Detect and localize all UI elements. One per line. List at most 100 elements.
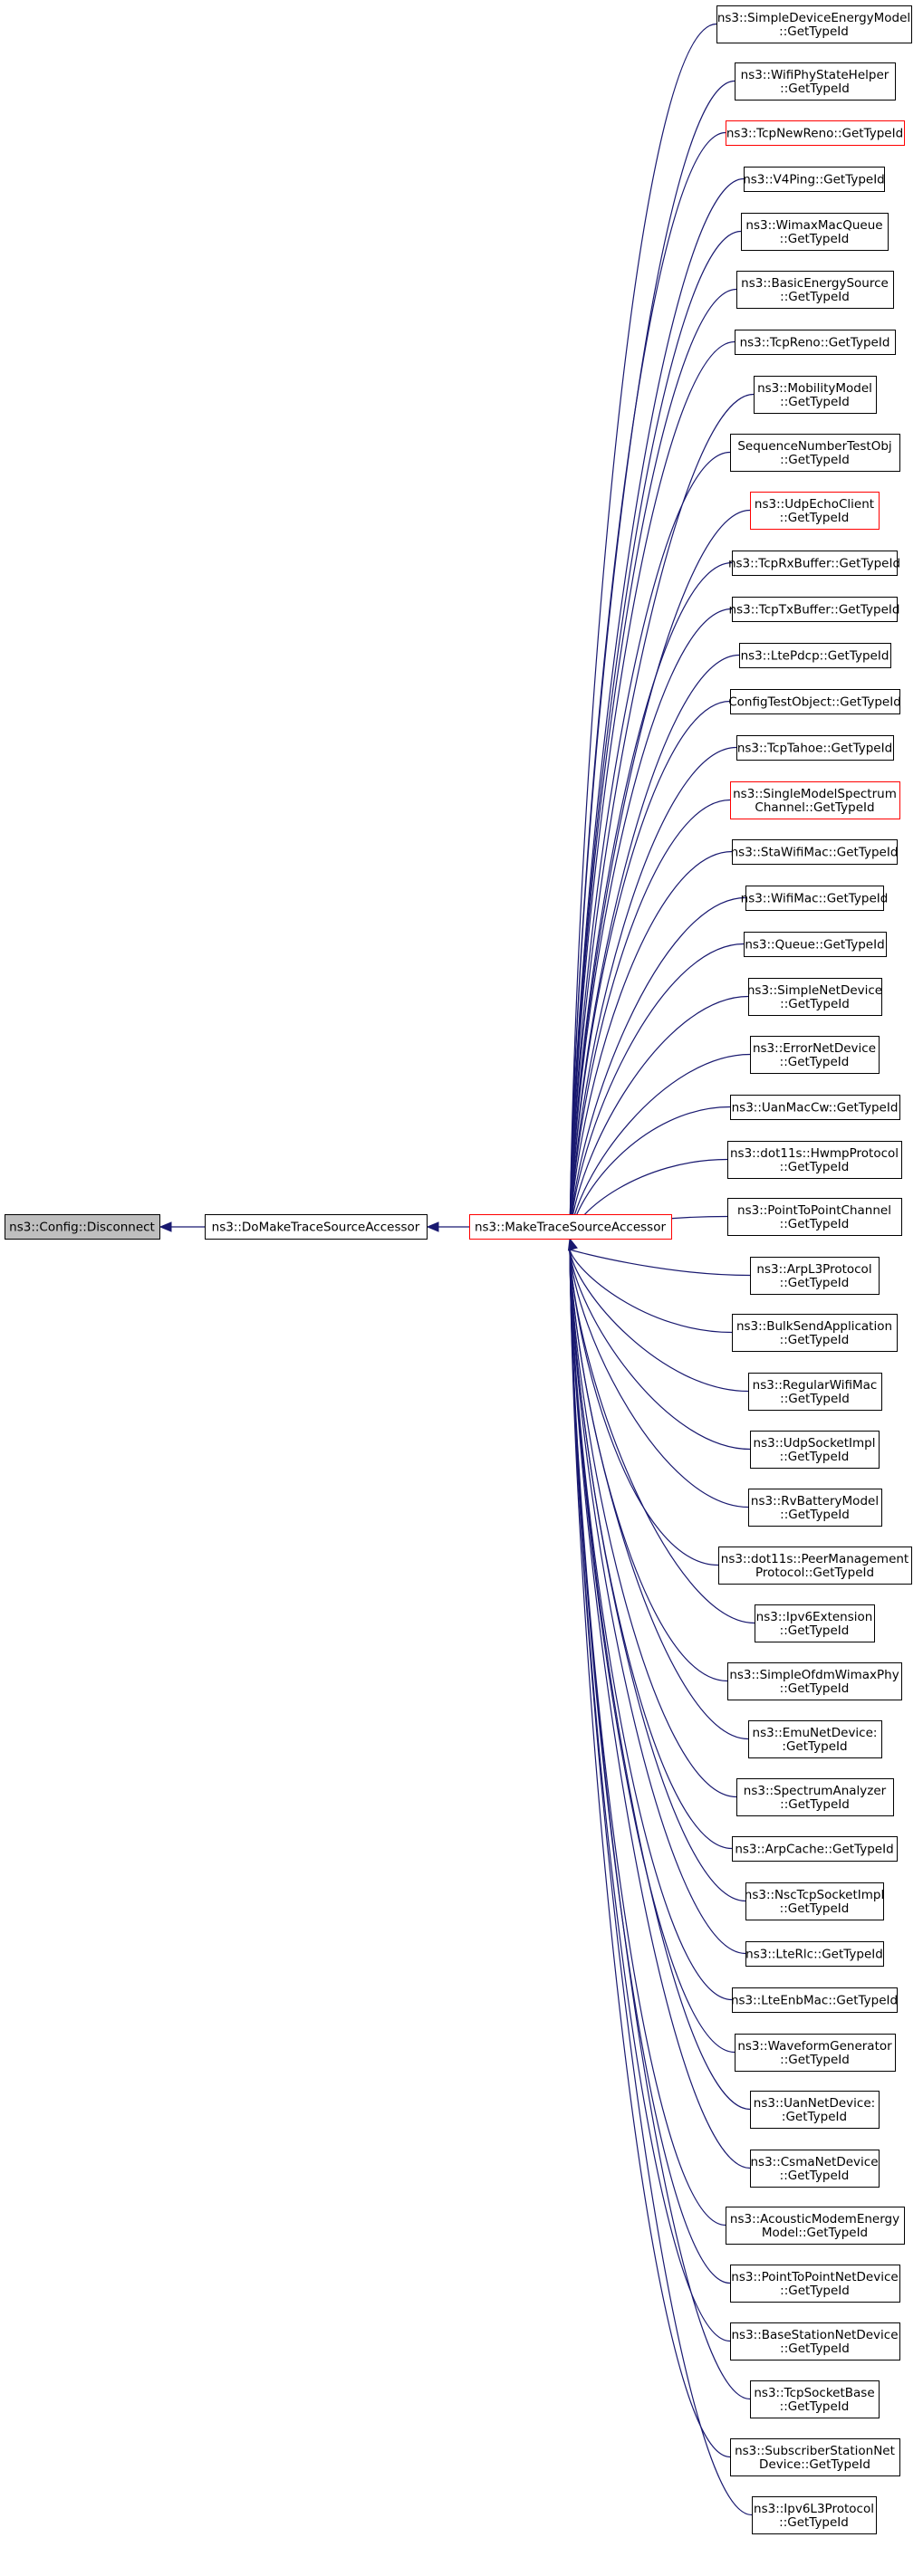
caller-node[interactable]: ns3::LteEnbMac::GetTypeId — [731, 1987, 898, 2013]
node-box — [745, 1941, 884, 1967]
node-box — [745, 1882, 884, 1920]
node-label: ns3::SpectrumAnalyzer — [744, 1784, 887, 1798]
node-box — [754, 376, 877, 414]
node-box — [730, 2438, 900, 2476]
node-label: ns3::MakeTraceSourceAccessor — [475, 1221, 666, 1235]
node-box — [730, 781, 900, 819]
node-box — [5, 1214, 160, 1240]
caller-node[interactable]: ns3::ArpL3Protocol::GetTypeId — [750, 1257, 880, 1295]
caller-node[interactable]: ns3::BulkSendApplication::GetTypeId — [732, 1314, 898, 1352]
caller-node[interactable]: ns3::WifiPhyStateHelper::GetTypeId — [735, 62, 896, 101]
caller-node[interactable]: ConfigTestObject::GetTypeId — [728, 689, 901, 714]
caller-node[interactable]: ns3::MobilityModel::GetTypeId — [754, 376, 877, 414]
caller-node[interactable]: ns3::dot11s::PeerManagementProtocol::Get… — [718, 1547, 912, 1585]
caller-node[interactable]: ns3::CsmaNetDevice::GetTypeId — [750, 2150, 880, 2188]
caller-node[interactable]: ns3::V4Ping::GetTypeId — [743, 167, 885, 192]
node-box — [730, 2265, 900, 2303]
caller-node[interactable]: ns3::LteRlc::GetTypeId — [745, 1941, 884, 1967]
node-label: ns3::RegularWifiMac — [753, 1378, 878, 1393]
call-edge — [569, 608, 733, 1240]
call-edge — [569, 230, 742, 1240]
call-edge — [569, 177, 745, 1240]
caller-node[interactable]: ns3::RegularWifiMac::GetTypeId — [748, 1373, 882, 1411]
caller-node[interactable]: ns3::TcpSocketBase::GetTypeId — [750, 2380, 880, 2418]
caller-node[interactable]: ns3::WimaxMacQueue::GetTypeId — [741, 213, 889, 251]
caller-node[interactable]: ns3::WaveformGenerator::GetTypeId — [735, 2034, 896, 2072]
node-label: ns3::AcousticModemEnergy — [730, 2212, 899, 2226]
call-edge — [569, 799, 731, 1240]
node-label: ::GetTypeId — [780, 997, 850, 1011]
node-label: ns3::TcpSocketBase — [754, 2386, 874, 2400]
caller-node[interactable]: ns3::EmuNetDevice::GetTypeId — [748, 1720, 882, 1758]
caller-node[interactable]: ns3::LtePdcp::GetTypeId — [739, 643, 891, 668]
node-label: ns3::UdpSocketImpl — [754, 1436, 876, 1451]
caller-node[interactable]: ns3::Ipv6Extension::GetTypeId — [755, 1604, 875, 1642]
caller-node[interactable]: ns3::UanMacCw::GetTypeId — [730, 1095, 900, 1120]
hub-node[interactable]: ns3::MakeTraceSourceAccessor — [469, 1214, 672, 1240]
node-label: ns3::BaseStationNetDevice — [731, 2328, 898, 2342]
caller-node[interactable]: SequenceNumberTestObj::GetTypeId — [730, 434, 900, 472]
call-edge — [569, 1249, 731, 2284]
node-label: SequenceNumberTestObj — [737, 439, 891, 454]
caller-node[interactable]: ns3::SimpleOfdmWimaxPhy::GetTypeId — [727, 1662, 902, 1700]
node-label: ::GetTypeId — [779, 2515, 849, 2530]
caller-node[interactable]: ns3::UdpEchoClient::GetTypeId — [750, 492, 880, 530]
caller-node[interactable]: ns3::SingleModelSpectrumChannel::GetType… — [730, 781, 900, 819]
node-label: Protocol::GetTypeId — [755, 1566, 874, 1580]
call-edge — [569, 1249, 749, 1393]
caller-node[interactable]: ns3::BasicEnergySource::GetTypeId — [736, 271, 894, 309]
caller-node[interactable]: ns3::TcpTahoe::GetTypeId — [736, 735, 894, 761]
call-edge — [569, 561, 733, 1240]
caller-node[interactable]: ns3::ErrorNetDevice::GetTypeId — [750, 1036, 880, 1074]
caller-node[interactable]: ns3::ArpCache::GetTypeId — [732, 1836, 898, 1862]
caller-node[interactable]: ns3::RvBatteryModel::GetTypeId — [748, 1489, 882, 1527]
node-label: ns3::LteRlc::GetTypeId — [745, 1948, 883, 1962]
caller-node[interactable]: ns3::Ipv6L3Protocol::GetTypeId — [752, 2496, 877, 2534]
call-edge — [569, 850, 733, 1240]
node-box — [727, 1662, 902, 1700]
node-box — [469, 1214, 672, 1240]
node-label: ns3::Config::Disconnect — [9, 1221, 155, 1235]
node-label: Channel::GetTypeId — [755, 800, 874, 815]
caller-node[interactable]: ns3::TcpTxBuffer::GetTypeId — [729, 597, 900, 622]
call-edge — [569, 654, 740, 1240]
node-label: ns3::StaWifiMac::GetTypeId — [731, 846, 899, 860]
caller-node[interactable]: ns3::WifiMac::GetTypeId — [741, 886, 889, 911]
node-label: ns3::dot11s::HwmpProtocol — [730, 1146, 899, 1161]
caller-node[interactable]: ns3::TcpRxBuffer::GetTypeId — [728, 551, 900, 576]
caller-node[interactable]: ns3::SimpleNetDevice::GetTypeId — [747, 978, 882, 1016]
caller-node[interactable]: ns3::UdpSocketImpl::GetTypeId — [750, 1431, 880, 1469]
caller-node[interactable]: ns3::PointToPointNetDevice::GetTypeId — [730, 2265, 900, 2303]
caller-node[interactable]: ns3::SubscriberStationNetDevice::GetType… — [730, 2438, 900, 2476]
node-label: Device::GetTypeId — [759, 2457, 870, 2472]
node-label: ConfigTestObject::GetTypeId — [728, 695, 901, 710]
call-edge — [569, 393, 755, 1240]
root-node[interactable]: ns3::Config::Disconnect — [5, 1214, 160, 1240]
caller-node[interactable]: ns3::Queue::GetTypeId — [744, 932, 887, 957]
call-edge — [569, 1249, 733, 1334]
node-box — [748, 978, 882, 1016]
node-label: ns3::SimpleNetDevice — [747, 983, 882, 998]
node-box — [732, 597, 898, 622]
caller-node[interactable]: ns3::BaseStationNetDevice::GetTypeId — [730, 2322, 900, 2361]
call-edge — [569, 509, 751, 1240]
node-label: Model::GetTypeId — [762, 2226, 868, 2240]
node-box — [750, 2091, 880, 2129]
node-label: ::GetTypeId — [780, 395, 850, 409]
node-label: ns3::ErrorNetDevice — [753, 1041, 876, 1056]
node-box — [730, 2322, 900, 2361]
caller-node[interactable]: ns3::SimpleDeviceEnergyModel::GetTypeId — [716, 5, 912, 43]
caller-node[interactable]: ns3::StaWifiMac::GetTypeId — [731, 839, 899, 865]
caller-node[interactable]: ns3::TcpNewReno::GetTypeId — [726, 120, 905, 146]
call-edge — [569, 1249, 746, 1955]
caller-node[interactable]: ns3::TcpReno::GetTypeId — [735, 330, 896, 355]
caller-node[interactable]: ns3::SpectrumAnalyzer::GetTypeId — [736, 1778, 894, 1816]
mid-node[interactable]: ns3::DoMakeTraceSourceAccessor — [205, 1214, 428, 1240]
caller-node[interactable]: ns3::PointToPointChannel::GetTypeId — [727, 1198, 902, 1236]
edges-layer — [159, 23, 755, 2516]
node-label: ns3::UdpEchoClient — [755, 497, 874, 512]
caller-node[interactable]: ns3::NscTcpSocketImpl::GetTypeId — [745, 1882, 884, 1920]
caller-node[interactable]: ns3::UanNetDevice::GetTypeId — [750, 2091, 880, 2129]
caller-node[interactable]: ns3::dot11s::HwmpProtocol::GetTypeId — [727, 1141, 902, 1179]
